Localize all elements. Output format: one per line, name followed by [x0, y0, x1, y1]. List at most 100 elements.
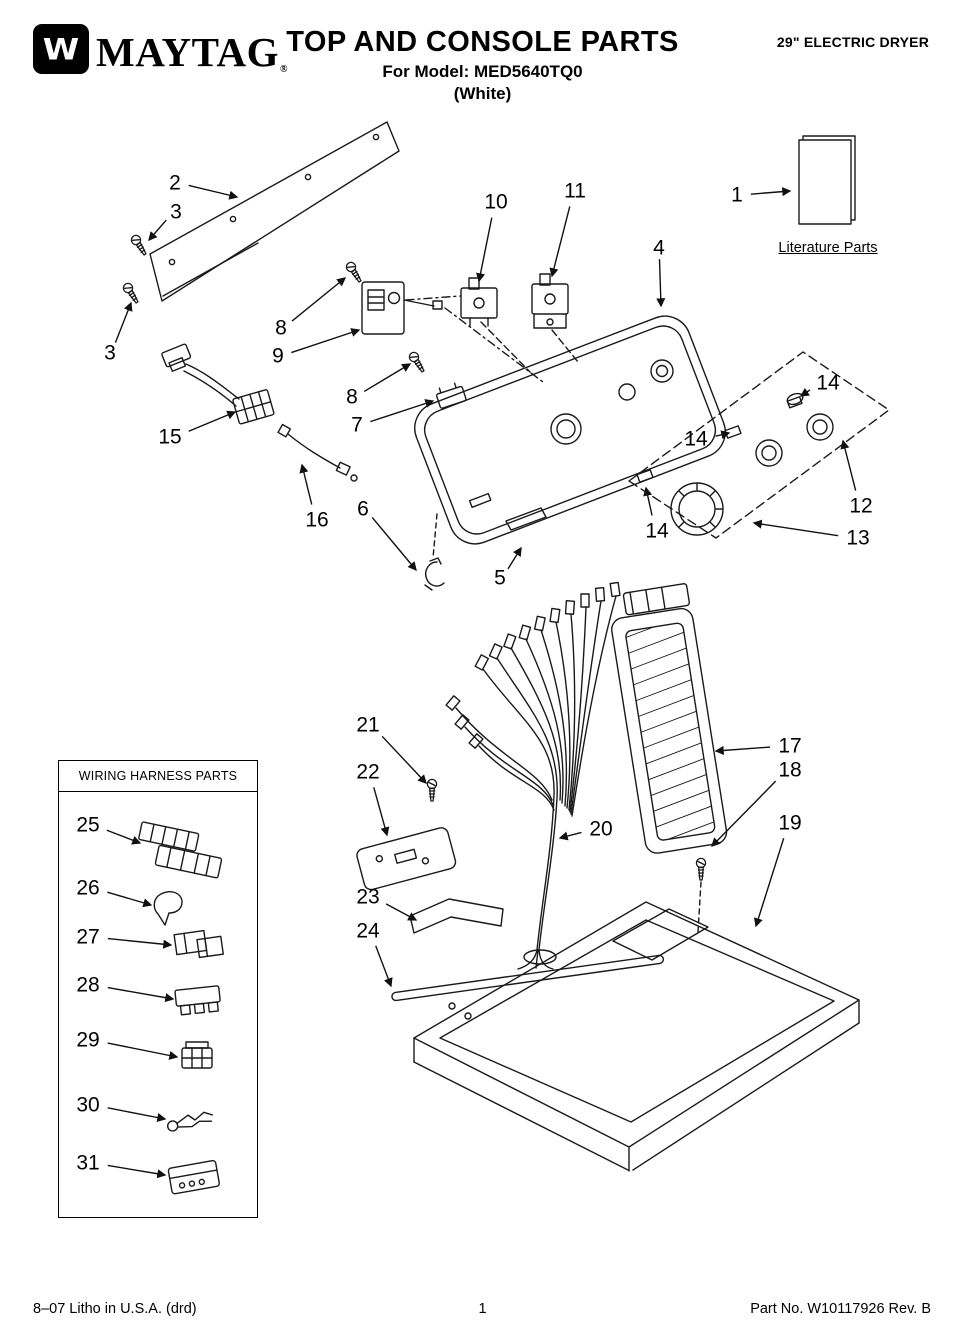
callout-3: 3 [104, 301, 133, 365]
strip-24-art [391, 954, 665, 1002]
callout-number: 3 [104, 342, 116, 365]
leader-line [714, 745, 771, 755]
callout-number: 3 [170, 201, 182, 224]
knob-kit-art [628, 351, 890, 539]
callout-22: 22 [356, 761, 390, 837]
leader-line [840, 439, 857, 491]
callout-number: 29 [76, 1029, 99, 1052]
callout-number: 22 [356, 761, 379, 784]
leader-line [370, 399, 435, 423]
callout-2: 2 [169, 172, 239, 200]
timer-art [361, 281, 544, 383]
literature-parts-label: Literature Parts [778, 240, 878, 256]
callout-number: 10 [484, 191, 507, 214]
callout-17: 17 [714, 735, 802, 758]
leader-line [799, 387, 811, 397]
callout-number: 20 [589, 818, 612, 841]
callout-21: 21 [356, 714, 427, 784]
harness-15-art [161, 343, 275, 425]
switch-11-art [531, 273, 579, 363]
clip-6-art [424, 557, 445, 591]
callout-16: 16 [299, 463, 329, 532]
callout-8: 8 [346, 363, 412, 409]
callout-number: 19 [778, 812, 801, 835]
callout-number: 21 [356, 714, 379, 737]
leader-line [107, 937, 173, 949]
leader-line [750, 187, 792, 197]
leader-line [371, 517, 417, 572]
callout-number: 8 [346, 386, 358, 409]
logo-glyph: W [42, 31, 80, 67]
rear-panel-art [149, 121, 400, 302]
leader-line [291, 277, 347, 322]
callout-5: 5 [494, 546, 522, 590]
leader-line [656, 259, 666, 308]
leader-line [385, 903, 418, 921]
callout-number: 8 [275, 317, 287, 340]
callout-number: 18 [778, 759, 801, 782]
callout-number: 30 [76, 1094, 99, 1117]
callout-number: 4 [653, 237, 665, 260]
callout-14: 14 [643, 486, 669, 543]
leader-line [373, 787, 390, 837]
callout-12: 12 [840, 439, 873, 518]
callout-number: 5 [494, 567, 506, 590]
bracket-22-art [356, 827, 457, 891]
callout-number: 25 [76, 814, 99, 837]
leader-line [107, 1164, 167, 1179]
callout-18: 18 [711, 759, 802, 847]
callout-30: 30 [76, 1094, 167, 1122]
callout-19: 19 [753, 812, 802, 928]
leader-line [711, 780, 777, 847]
leader-line [753, 837, 785, 928]
callout-24: 24 [356, 920, 393, 988]
leader-line [558, 831, 582, 841]
literature-art [798, 135, 856, 225]
callout-number: 17 [778, 735, 801, 758]
callout-14: 14 [684, 428, 731, 451]
duct-17-art [611, 583, 728, 854]
callout-number: 13 [846, 527, 869, 550]
switch-10-art [460, 277, 531, 373]
bracket-23-art [409, 898, 504, 934]
callout-10: 10 [476, 191, 508, 283]
callout-1: 1 [731, 184, 792, 207]
callout-6: 6 [357, 498, 417, 572]
callout-number: 6 [357, 498, 369, 521]
callout-number: 7 [351, 414, 363, 437]
wiring-harness-box: WIRING HARNESS PARTS [58, 760, 258, 1218]
callout-number: 14 [684, 428, 708, 451]
leader-line [363, 363, 412, 393]
leader-line [106, 829, 142, 845]
leader-line [507, 546, 522, 570]
callout-23: 23 [356, 886, 418, 921]
maytag-logo-icon: W [33, 24, 89, 74]
callout-4: 4 [653, 237, 666, 308]
callout-14: 14 [799, 372, 840, 397]
callout-number: 28 [76, 974, 99, 997]
callout-15: 15 [158, 410, 237, 449]
leader-line [148, 219, 167, 242]
callout-11: 11 [549, 180, 586, 278]
top-panel-art [413, 881, 860, 1172]
callout-9: 9 [272, 328, 361, 368]
wire-16-art [277, 423, 358, 482]
callout-29: 29 [76, 1029, 179, 1060]
callout-28: 28 [76, 974, 175, 1003]
leader-line [476, 217, 493, 283]
callout-number: 14 [816, 372, 840, 395]
brand-text: MAYTAG [96, 29, 279, 75]
callout-number: 9 [272, 345, 284, 368]
footer-litho-text: 8–07 Litho in U.S.A. (drd) [33, 1301, 197, 1317]
leader-line [114, 301, 133, 343]
callout-26: 26 [76, 877, 153, 908]
brand: W MAYTAG® [33, 24, 288, 75]
footer-part-number: Part No. W10117926 Rev. B [750, 1301, 931, 1317]
registered-mark: ® [279, 64, 288, 75]
callout-number: 14 [645, 520, 669, 543]
wiring-harness-title: WIRING HARNESS PARTS [59, 761, 257, 792]
leader-line [107, 986, 175, 1003]
